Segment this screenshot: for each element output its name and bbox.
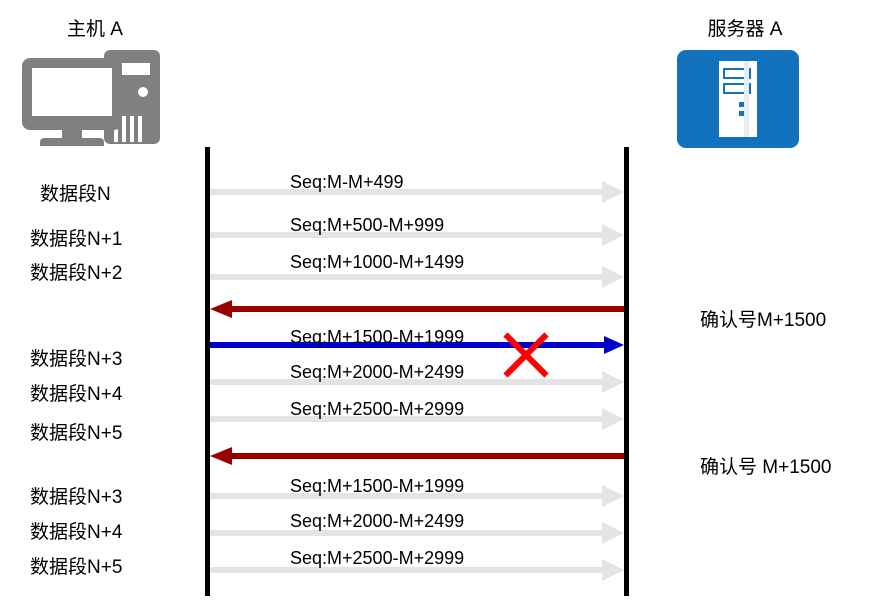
segment-label-1: 数据段N [40,184,111,205]
arrow-head [602,408,624,430]
arrow-shaft [210,567,602,573]
arrow-head [604,336,624,354]
segment-label-2: 数据段N+1 [30,229,123,250]
arrow-data-3 [210,266,624,288]
seq-label-1: Seq:M-M+499 [290,172,404,192]
arrow-shaft [210,416,602,422]
arrow-ack-8 [210,447,624,465]
seq-label-2: Seq:M+500-M+999 [290,215,445,235]
arrow-shaft [210,232,602,238]
arrow-shaft [210,530,602,536]
arrow-retransmit-5 [210,336,624,354]
arrow-shaft [210,189,602,195]
arrow-data-9 [210,485,624,507]
seq-label-6: Seq:M+2500-M+2999 [290,399,465,419]
segment-label-9: 数据段N+5 [30,557,123,578]
arrow-shaft [232,306,624,312]
arrow-shaft [210,379,602,385]
lifeline-host-a [205,147,210,596]
server-a-title: 服务器 A [707,19,783,40]
arrow-data-1 [210,181,624,203]
segment-label-5: 数据段N+4 [30,384,123,405]
seq-label-5: Seq:M+2000-M+2499 [290,362,465,382]
packet-loss-x-icon [502,331,550,379]
segment-label-3: 数据段N+2 [30,263,123,284]
seq-label-8: Seq:M+2000-M+2499 [290,511,465,531]
segment-label-8: 数据段N+4 [30,522,123,543]
lifeline-server-a [624,147,629,596]
arrow-shaft [210,342,604,348]
segment-label-4: 数据段N+3 [30,349,123,370]
arrow-head [210,300,232,318]
arrow-head [602,181,624,203]
segment-label-6: 数据段N+5 [30,423,123,444]
arrow-data-6 [210,371,624,393]
computer-icon [22,48,168,148]
host-a-title: 主机 A [67,19,123,40]
arrow-head [602,522,624,544]
seq-label-7: Seq:M+1500-M+1999 [290,476,465,496]
server-icon [677,50,799,148]
arrow-head [602,224,624,246]
seq-label-9: Seq:M+2500-M+2999 [290,548,465,568]
seq-label-3: Seq:M+1000-M+1499 [290,252,465,272]
arrow-data-10 [210,522,624,544]
ack-label-2: 确认号 M+1500 [700,457,832,478]
arrow-shaft [210,493,602,499]
arrow-shaft [210,274,602,280]
arrow-head [602,266,624,288]
segment-label-7: 数据段N+3 [30,487,123,508]
arrow-head [602,559,624,581]
seq-label-4: Seq:M+1500-M+1999 [290,327,465,347]
arrow-data-11 [210,559,624,581]
ack-label-1: 确认号M+1500 [700,310,827,331]
arrow-head [210,447,232,465]
arrow-data-7 [210,408,624,430]
arrow-head [602,371,624,393]
arrow-shaft [232,453,624,459]
arrow-ack-4 [210,300,624,318]
arrow-head [602,485,624,507]
arrow-data-2 [210,224,624,246]
